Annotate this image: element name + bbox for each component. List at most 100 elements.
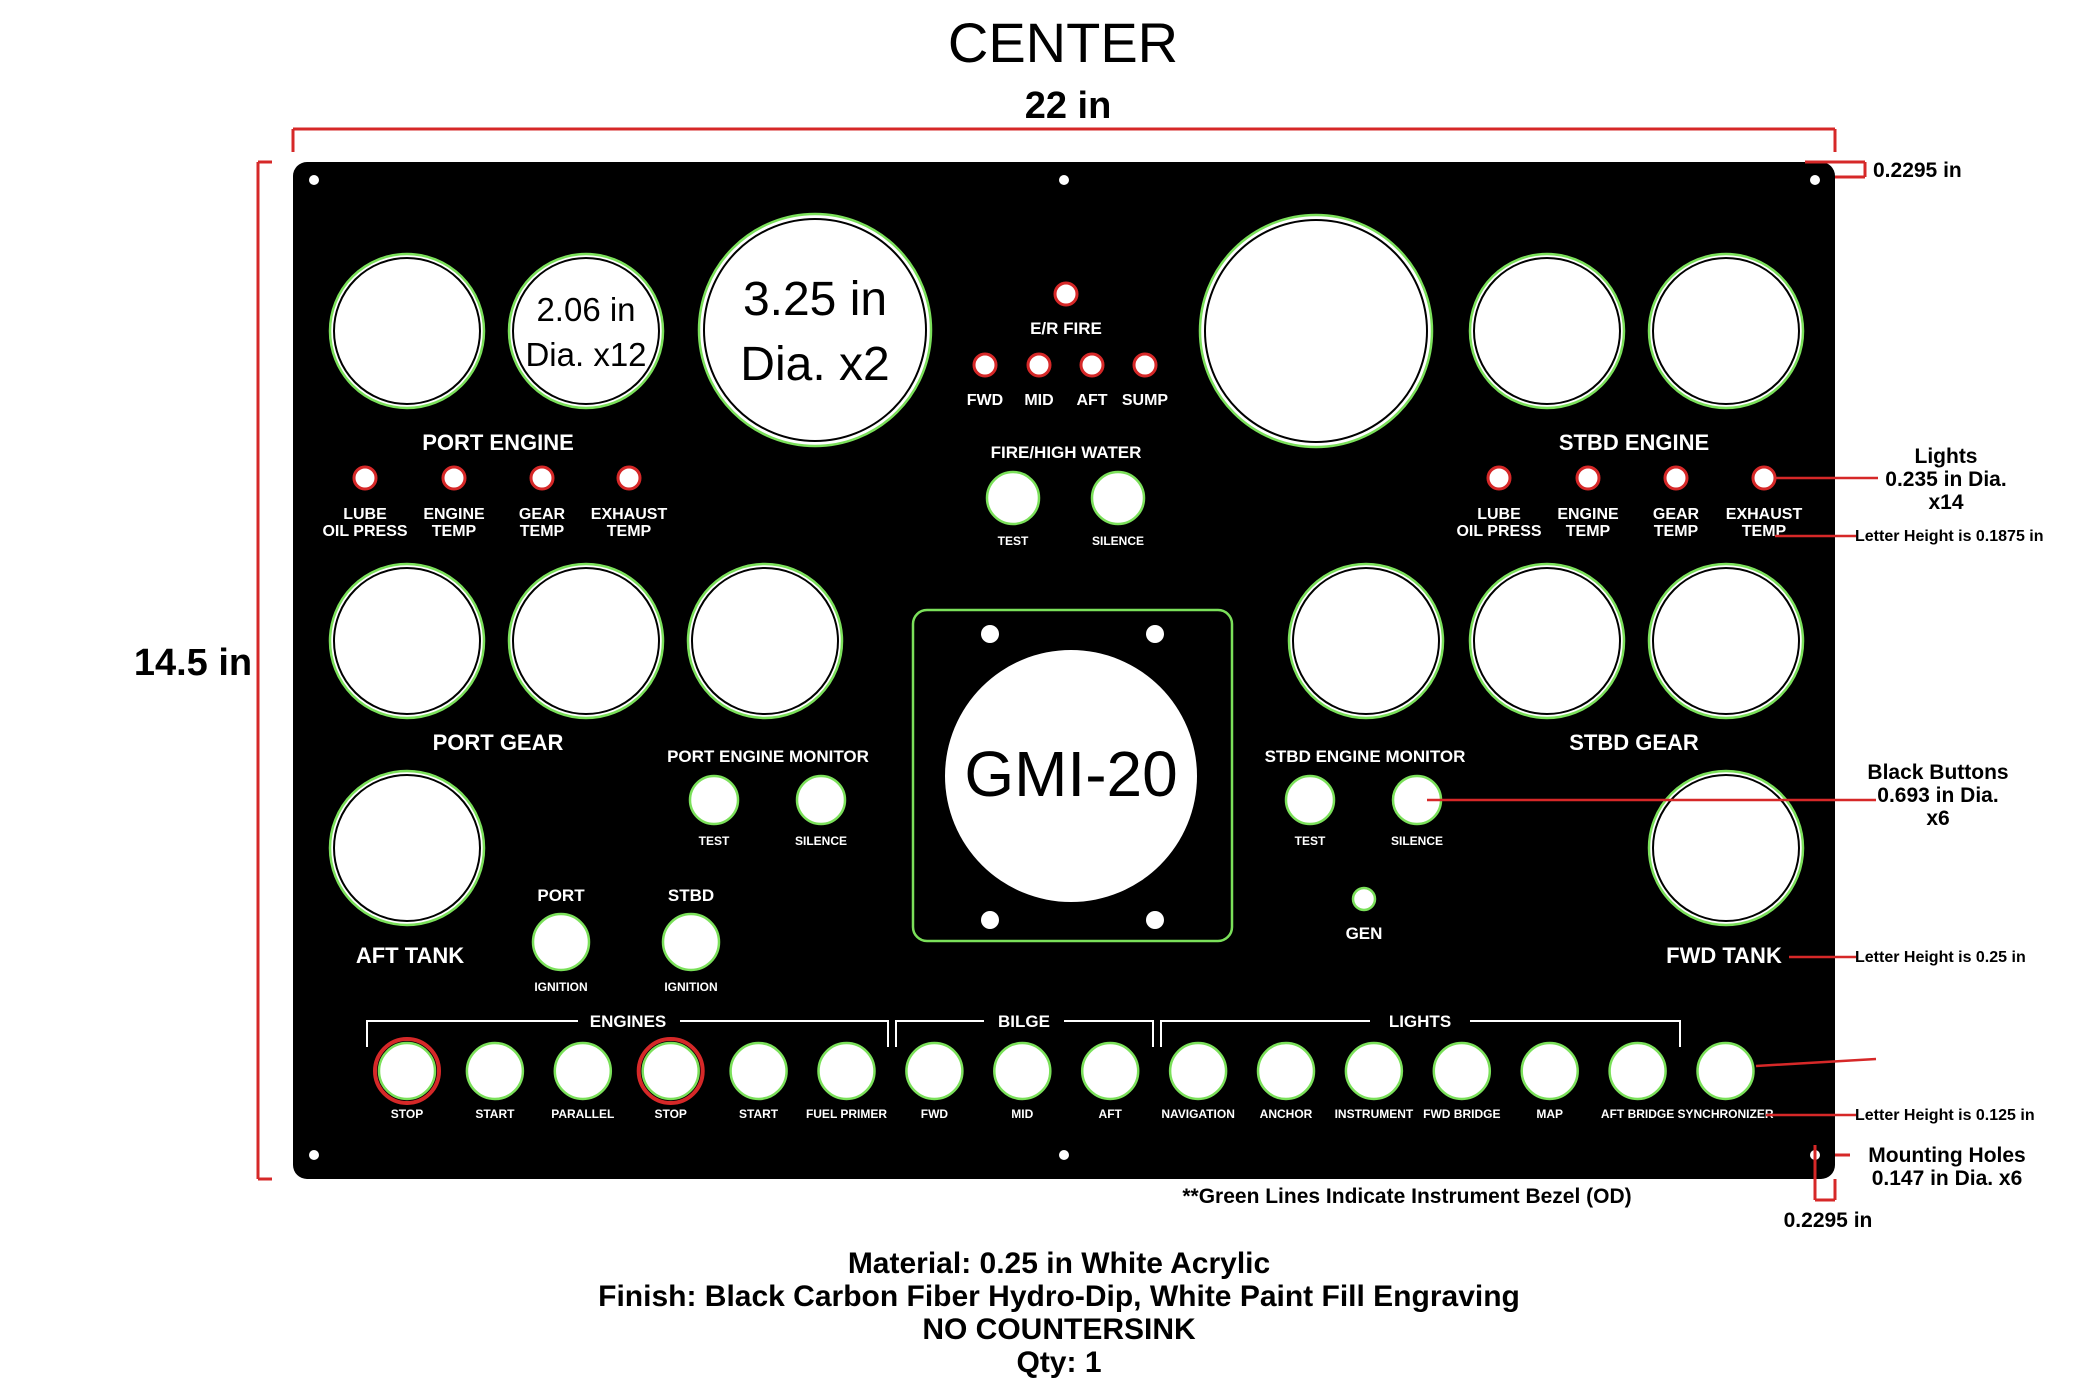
engine-light-label: TEMP (520, 523, 565, 540)
lights-callout-size: 0.235 in Dia. (1885, 468, 2006, 491)
gmi-20-bezel (911, 608, 1234, 943)
panel-button[interactable] (1608, 1041, 1667, 1101)
edge-offset-top-label: 0.2295 in (1873, 159, 1962, 182)
mounting-hole (1810, 175, 1820, 185)
stbd-ignition-button[interactable] (661, 912, 721, 972)
silence-button[interactable] (1090, 470, 1146, 526)
stbd-gear-title: STBD GEAR (1569, 730, 1699, 755)
port-ignition-button[interactable] (531, 912, 591, 972)
panel-button[interactable] (465, 1041, 525, 1101)
port-monitor-silence-button[interactable] (795, 774, 847, 826)
fire-zone-label: AFT (1076, 392, 1107, 409)
gen-light (1351, 886, 1377, 912)
mounting-holes-callout-title: Mounting Holes (1868, 1144, 2025, 1167)
engine-light-label: TEMP (1654, 523, 1699, 540)
engines-group-title: ENGINES (590, 1012, 667, 1031)
large-gauge-size-label: 3.25 in (743, 273, 887, 326)
lights-group-title: LIGHTS (1389, 1012, 1451, 1031)
fire-zone-label: FWD (967, 392, 1003, 409)
page-title: CENTER (948, 11, 1178, 74)
small-gauge-count-label: Dia. x12 (525, 336, 646, 373)
edge-offset-bottom-label: 0.2295 in (1784, 1209, 1873, 1232)
engine-light-label: GEAR (519, 506, 566, 523)
indicator-light (1053, 281, 1079, 307)
small-gauge-size-label: 2.06 in (536, 291, 635, 328)
panel-button[interactable] (377, 1041, 437, 1101)
width-dimension-line (291, 127, 1837, 152)
indicator-light (972, 352, 998, 378)
gmi-mount-hole (981, 625, 999, 643)
panel-button-label: FWD BRIDGE (1423, 1107, 1500, 1121)
panel-button[interactable] (993, 1041, 1052, 1101)
panel-button-label: START (739, 1107, 779, 1121)
panel-button[interactable] (1432, 1041, 1492, 1101)
panel-button[interactable] (1344, 1041, 1404, 1101)
qty-note: Qty: 1 (1016, 1346, 1101, 1379)
gauge (328, 769, 486, 927)
test-label: TEST (699, 834, 730, 848)
port-engine-title: PORT ENGINE (422, 430, 574, 455)
silence-label: SILENCE (1092, 534, 1144, 548)
aft-tank-title: AFT TANK (356, 943, 464, 968)
stbd-ignition-title: STBD (668, 886, 714, 905)
gauge (507, 252, 665, 410)
bottom-group-brackets (366, 1020, 1681, 1047)
lights-callout-title: Lights (1915, 445, 1978, 468)
panel-button[interactable] (905, 1041, 964, 1101)
port-gear-title: PORT GEAR (433, 730, 564, 755)
engine-light-label: LUBE (1477, 506, 1521, 523)
test-button[interactable] (985, 470, 1041, 526)
stbd-monitor-test-button[interactable] (1284, 774, 1336, 826)
port-engine-lights (352, 465, 642, 491)
panel-button-label: MID (1011, 1107, 1033, 1121)
lights-callout-count: x14 (1928, 491, 1963, 514)
indicator-light (1132, 352, 1158, 378)
engine-light-label: ENGINE (423, 506, 485, 523)
panel-button[interactable] (1080, 1041, 1140, 1101)
mounting-holes-callout-size: 0.147 in Dia. x6 (1872, 1167, 2023, 1190)
panel-button[interactable] (729, 1041, 788, 1101)
indicator-light (529, 465, 555, 491)
fwd-tank-title: FWD TANK (1666, 943, 1782, 968)
engine-light-label: OIL PRESS (322, 523, 407, 540)
engine-light-label: OIL PRESS (1456, 523, 1541, 540)
gauge (507, 562, 665, 720)
gauges (328, 212, 1805, 927)
panel-button-label: AFT BRIDGE (1601, 1107, 1674, 1121)
panel-button[interactable] (1520, 1041, 1579, 1101)
fire-zone-label: SUMP (1122, 392, 1169, 409)
silence-label: SILENCE (1391, 834, 1443, 848)
bezel-note: **Green Lines Indicate Instrument Bezel … (1182, 1185, 1631, 1208)
panel-button[interactable] (1168, 1041, 1228, 1101)
mounting-hole (309, 175, 319, 185)
panel-button-label: FWD (921, 1107, 949, 1121)
indicator-light (1751, 465, 1777, 491)
panel-button[interactable] (641, 1041, 700, 1101)
engine-light-label: TEMP (607, 523, 652, 540)
panel-button[interactable] (1256, 1041, 1316, 1101)
panel-button[interactable] (1696, 1041, 1755, 1101)
panel-button[interactable] (817, 1041, 876, 1101)
edge-offset-bottom-marker (1813, 1145, 1850, 1202)
gen-label: GEN (1346, 924, 1383, 943)
ignition-label: IGNITION (534, 980, 587, 994)
port-monitor-test-button[interactable] (688, 774, 740, 826)
test-label: TEST (998, 534, 1029, 548)
gauge (1468, 252, 1626, 410)
test-label: TEST (1295, 834, 1326, 848)
gauge (686, 562, 844, 720)
buttons-callout-title: Black Buttons (1867, 761, 2008, 784)
height-dimension-line (256, 160, 272, 1181)
letter-height-large-note: Letter Height is 0.1875 in (1855, 528, 2044, 545)
engine-light-label: EXHAUST (591, 506, 668, 523)
port-engine-monitor-title: PORT ENGINE MONITOR (667, 747, 869, 766)
stop-button-ring (636, 1037, 705, 1105)
engine-light-label: ENGINE (1557, 506, 1619, 523)
panel-button-label: START (475, 1107, 515, 1121)
fire-zone-label: MID (1024, 392, 1053, 409)
panel-button[interactable] (553, 1041, 613, 1101)
large-gauge-count-label: Dia. x2 (740, 338, 889, 391)
gauge (328, 252, 486, 410)
mounting-hole (309, 1150, 319, 1160)
indicator-light (1079, 352, 1105, 378)
